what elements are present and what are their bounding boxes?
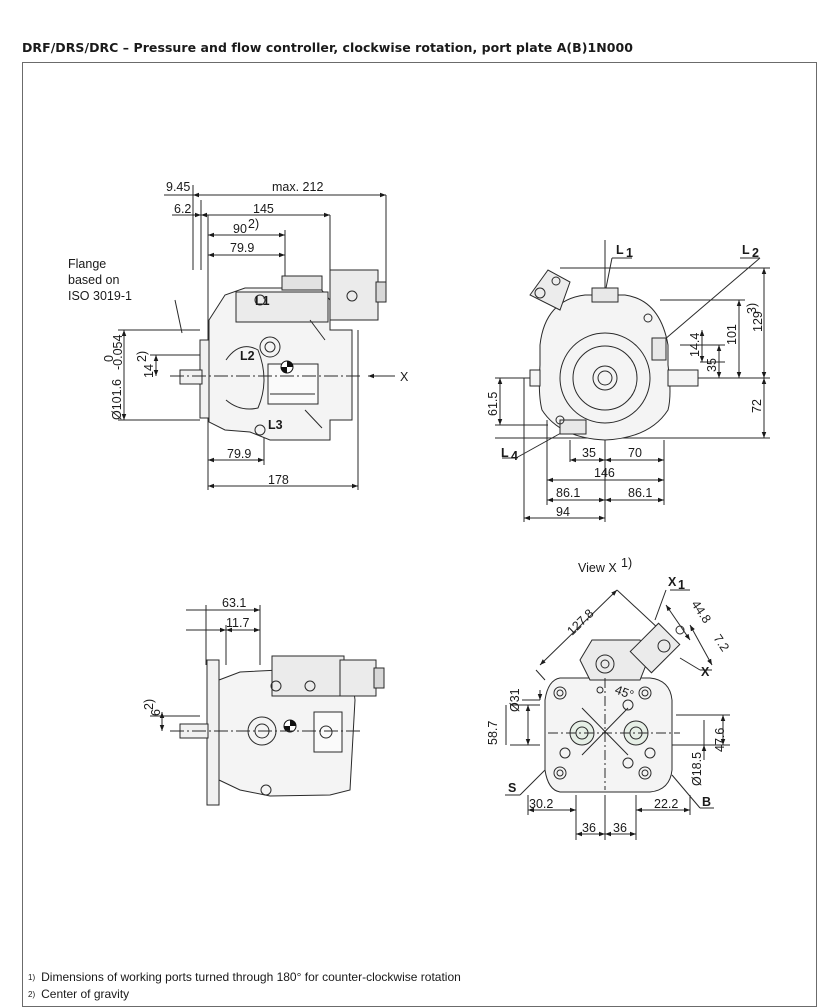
dim-145: 145 <box>253 202 274 216</box>
label-l2: L2 <box>240 349 255 363</box>
dim-44-8: 44.8 <box>689 598 714 626</box>
dim-61-5: 61.5 <box>486 392 500 416</box>
dim-90-ref: 2) <box>248 217 259 231</box>
dim-127-8: 127.8 <box>564 606 596 638</box>
dim-dia101-6: Ø101.6 <box>110 379 124 420</box>
bottom-side-view <box>150 605 385 806</box>
view-x-title-ref: 1) <box>621 556 632 570</box>
dim-129-ref: 3) <box>745 303 759 314</box>
dim-146: 146 <box>594 466 615 480</box>
tol-lower: -0.054 <box>111 335 125 370</box>
dim-94: 94 <box>556 505 570 519</box>
side-view-labels: 9.45 max. 212 6.2 145 90 2) 79.9 Flange … <box>68 180 409 487</box>
dim-86-1-right: 86.1 <box>628 486 652 500</box>
front-view-labels: L 1 L 2 L 4 129 3) 101 14.4 35 72 61.5 3… <box>486 243 765 519</box>
dim-86-1-left: 86.1 <box>556 486 580 500</box>
dim-70: 70 <box>628 446 642 460</box>
flange-label-line3: ISO 3019-1 <box>68 289 132 303</box>
dim-6-ref: 2) <box>142 699 156 710</box>
dim-79-9-top: 79.9 <box>230 241 254 255</box>
view-x <box>505 589 730 840</box>
label-x-arrow: X <box>400 370 409 384</box>
dim-14: 14 <box>142 364 156 378</box>
label-l4: L <box>501 446 509 460</box>
dim-63-1: 63.1 <box>222 596 246 610</box>
dim-dia18-5: Ø18.5 <box>690 752 704 786</box>
dim-11-7: 11.7 <box>226 616 249 630</box>
dim-22-2: 22.2 <box>654 797 678 811</box>
dim-79-9-bottom: 79.9 <box>227 447 251 461</box>
dim-101: 101 <box>725 324 739 345</box>
dim-45-degrees: 45° <box>613 683 636 703</box>
footnotes: 1)Dimensions of working ports turned thr… <box>28 969 461 1003</box>
view-x-title: View X <box>578 561 617 575</box>
dim-7-2: 7.2 <box>711 632 732 654</box>
label-l1-front-sub: 1 <box>626 246 633 260</box>
dim-72: 72 <box>750 399 764 413</box>
dim-35-horizontal: 35 <box>582 446 596 460</box>
bottom-side-view-labels: 63.1 11.7 6 2) <box>142 596 249 716</box>
dim-dia31: Ø31 <box>508 688 522 712</box>
flange-label-line2: based on <box>68 273 119 287</box>
dim-36-right: 36 <box>613 821 627 835</box>
side-view <box>118 185 395 490</box>
flange-label-line1: Flange <box>68 257 106 271</box>
label-s: S <box>508 781 516 795</box>
label-l3: L3 <box>268 418 283 432</box>
label-l1: L1 <box>255 294 270 308</box>
dim-14-4: 14.4 <box>688 333 702 357</box>
dim-35-vertical: 35 <box>705 358 719 372</box>
dim-58-7: 58.7 <box>486 721 500 745</box>
tol-upper: 0 <box>102 355 116 362</box>
label-l2-front-sub: 2 <box>752 246 759 260</box>
dim-90: 90 <box>233 222 247 236</box>
dim-9-45: 9.45 <box>166 180 190 194</box>
page-title: DRF/DRS/DRC – Pressure and flow controll… <box>22 40 634 55</box>
dim-14-ref: 2) <box>135 351 149 362</box>
footnote-1: 1)Dimensions of working ports turned thr… <box>28 970 461 984</box>
label-x-view: X <box>701 665 710 679</box>
dim-129: 129 <box>751 311 765 332</box>
front-view <box>495 240 770 522</box>
label-l1-front: L <box>616 243 624 257</box>
dim-47-6: 47.6 <box>713 728 727 752</box>
footnote-2: 2)Center of gravity <box>28 987 130 1001</box>
label-l2-front: L <box>742 243 750 257</box>
dim-36-left: 36 <box>582 821 596 835</box>
dim-178: 178 <box>268 473 289 487</box>
label-x1-sub: 1 <box>678 578 685 592</box>
dim-30-2: 30.2 <box>529 797 553 811</box>
dim-6: 6 <box>149 709 163 716</box>
dim-6-2: 6.2 <box>174 202 191 216</box>
label-l4-sub: 4 <box>511 449 518 463</box>
label-x1: X <box>668 575 677 589</box>
label-b: B <box>702 795 711 809</box>
dim-max-212: max. 212 <box>272 180 323 194</box>
